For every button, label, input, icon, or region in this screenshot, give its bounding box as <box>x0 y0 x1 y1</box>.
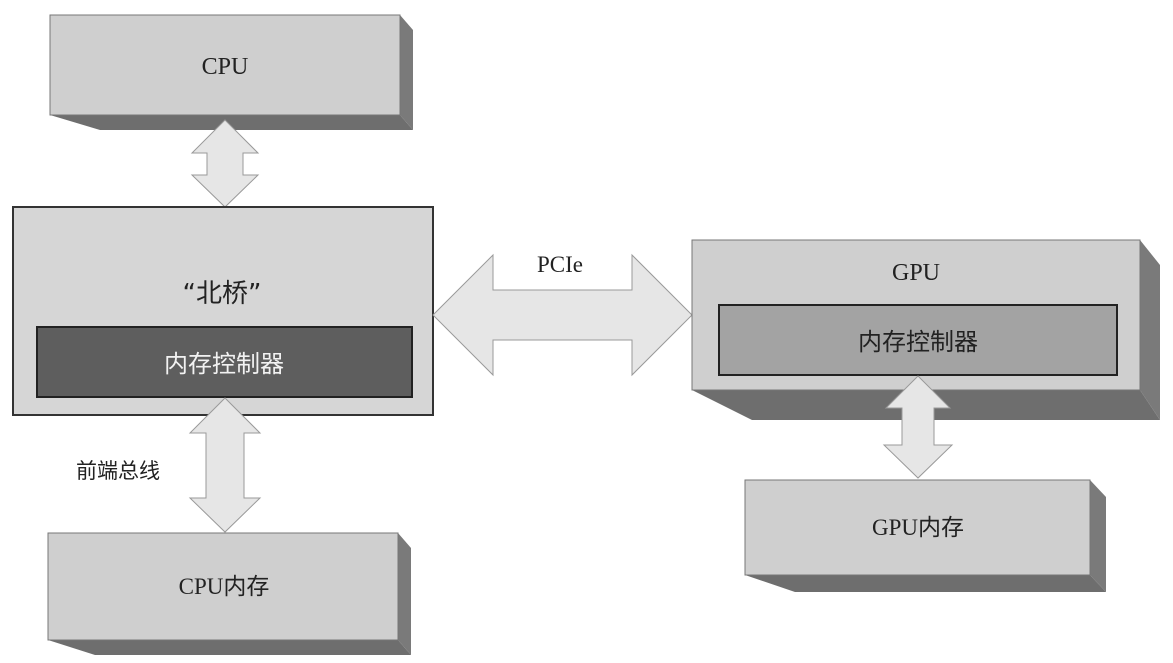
pcie-label: PCIe <box>537 252 583 277</box>
cpu-memory-box: CPU内存 <box>47 532 411 655</box>
gpu-controller-label: 内存控制器 <box>858 328 978 356</box>
northbridge-controller-label: 内存控制器 <box>164 350 284 378</box>
northbridge-memory-controller <box>36 326 413 398</box>
gpu-box: GPU 内存控制器 <box>691 239 1160 420</box>
gpu-memory-label: GPU内存 <box>872 515 964 540</box>
gpu-label: GPU <box>892 260 940 286</box>
front-side-bus-arrow <box>188 397 262 533</box>
cpu-memory-label: CPU内存 <box>179 574 270 599</box>
gpu-memory-controller <box>718 304 1118 376</box>
gpu-memory-box: GPU内存 <box>744 479 1106 592</box>
cpu-box: CPU <box>49 14 413 130</box>
cpu-northbridge-arrow <box>190 119 260 208</box>
front-side-bus-label: 前端总线 <box>76 459 160 483</box>
northbridge-label: “北桥” <box>183 279 262 309</box>
gpu-memory-arrow <box>882 375 954 479</box>
northbridge-box: “北桥” 内存控制器 <box>12 206 434 416</box>
cpu-label: CPU <box>202 54 249 80</box>
